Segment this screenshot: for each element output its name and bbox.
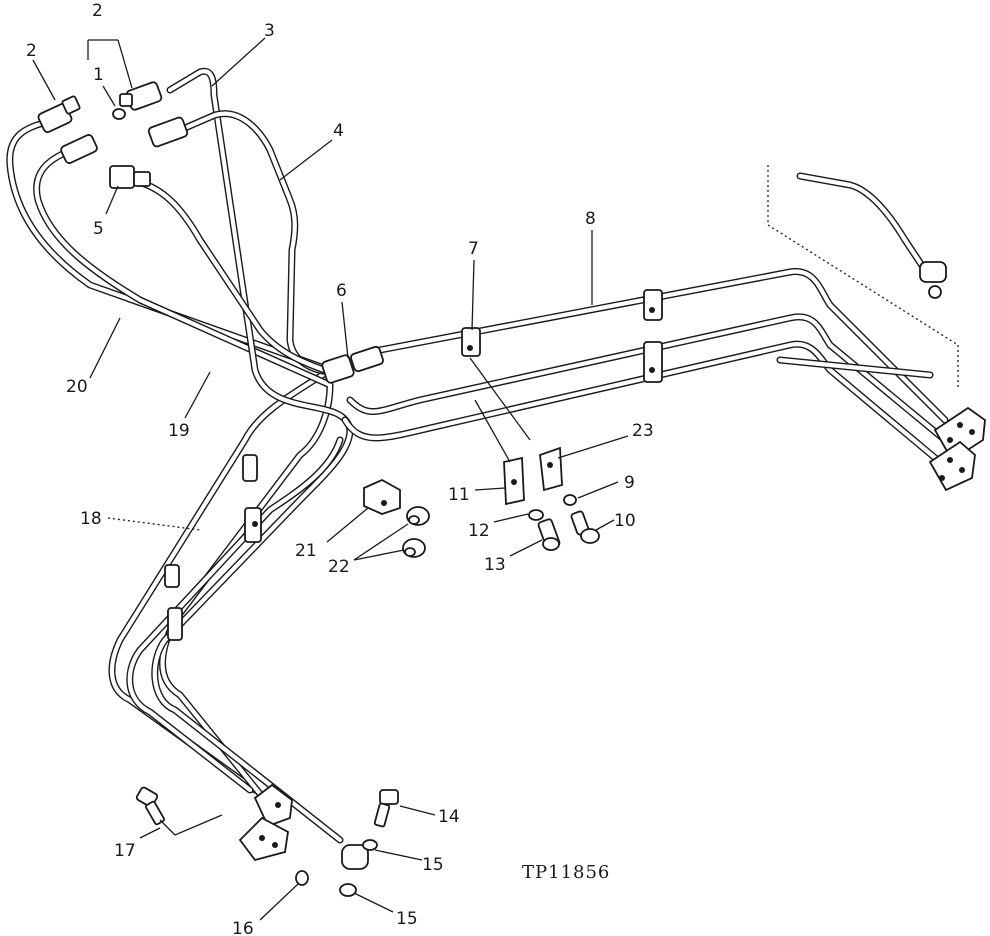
clamp-right-upper	[643, 289, 663, 321]
callout-3: 3	[264, 21, 275, 41]
leader-lines	[32, 37, 629, 921]
callout-15-upper: 15	[422, 855, 444, 875]
callout-6: 6	[336, 281, 347, 301]
clamp-7	[461, 327, 481, 357]
bolt-17	[135, 786, 165, 826]
callout-7: 7	[468, 239, 479, 259]
callout-11: 11	[448, 485, 470, 505]
flange-right-lower	[928, 440, 976, 492]
callout-8: 8	[585, 209, 596, 229]
callout-2-top: 2	[92, 1, 103, 21]
callout-17: 17	[114, 841, 136, 861]
separate-tube-assembly	[767, 165, 959, 390]
callout-9: 9	[624, 473, 635, 493]
callout-12: 12	[468, 521, 490, 541]
callout-1: 1	[93, 65, 104, 85]
callout-23: 23	[632, 421, 654, 441]
clamp-lower-left-4	[167, 607, 183, 641]
callout-22: 22	[328, 557, 350, 577]
callout-16: 16	[232, 919, 254, 936]
callout-15-lower: 15	[396, 909, 418, 929]
clamp-half-11	[503, 456, 525, 506]
bolt-14	[373, 789, 399, 828]
callout-2-left: 2	[26, 41, 37, 61]
elbow-fitting-5	[109, 165, 151, 189]
bolt-13	[537, 518, 561, 551]
clamp-lower-left-2	[244, 507, 262, 543]
elbow-fitting-lower	[341, 844, 369, 870]
callout-14: 14	[438, 807, 460, 827]
o-ring-1	[112, 108, 126, 120]
callout-20: 20	[66, 377, 88, 397]
clamp-half-23	[539, 446, 563, 492]
callout-5: 5	[93, 219, 104, 239]
hydraulic-tube-bundle	[6, 67, 949, 844]
fitting-2-left	[37, 95, 81, 133]
bolt-10	[570, 510, 600, 544]
callout-21: 21	[295, 541, 317, 561]
washer-12	[528, 509, 544, 521]
clamp-lower-left-3	[164, 564, 180, 588]
o-ring-15-upper	[362, 839, 378, 851]
callout-labels: 2 2 1 3 4 5 6 7 8 23 9 11 10 12 13 21 22…	[26, 1, 654, 936]
block-21	[363, 478, 401, 515]
union-fitting-6	[321, 345, 384, 384]
bushing-22-upper	[406, 506, 430, 526]
callout-10: 10	[614, 511, 636, 531]
fitting-tube-19	[60, 134, 98, 164]
clamp-lower-left-1	[242, 454, 258, 482]
callout-4: 4	[333, 121, 344, 141]
callout-13: 13	[484, 555, 506, 575]
clamp-right-lower	[643, 341, 663, 383]
figure-reference-code: TP11856	[522, 862, 610, 883]
o-ring-15-lower	[339, 883, 357, 897]
fitting-2-right	[119, 81, 163, 111]
callout-19: 19	[168, 421, 190, 441]
flange-lower-left-lower	[238, 816, 289, 862]
o-ring-16	[295, 870, 309, 886]
bushing-22-lower	[402, 538, 426, 558]
fitting-tube-4	[147, 116, 189, 148]
washer-9	[563, 494, 577, 506]
callout-18: 18	[80, 509, 102, 529]
